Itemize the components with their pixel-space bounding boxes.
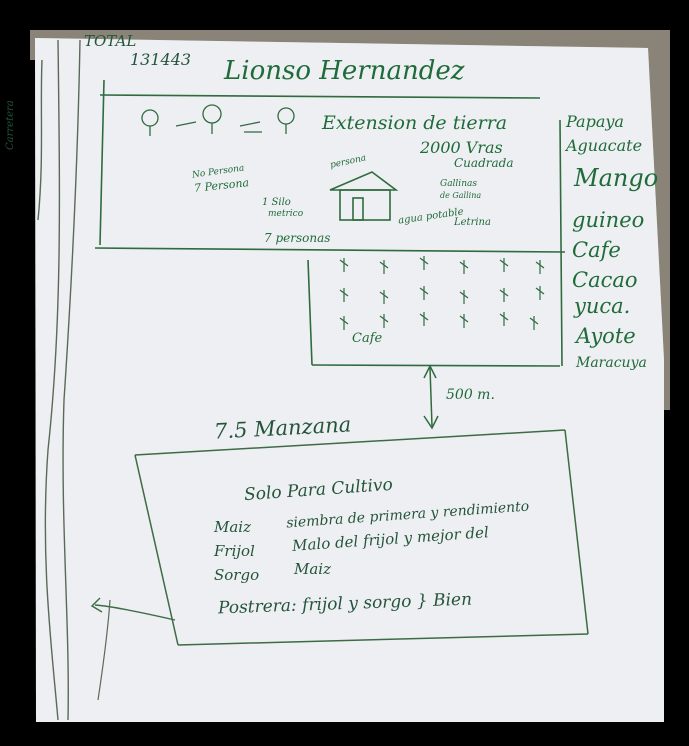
chickens-label-1: Gallinas (440, 179, 477, 189)
crop-item: Papaya (566, 112, 624, 131)
crop-maiz: Maiz (214, 518, 252, 536)
cafe-label: Cafe (352, 331, 383, 346)
road-lines (37, 39, 81, 721)
crop-item: Cafe (572, 238, 621, 262)
silo-label-1: 1 Silo (262, 197, 291, 208)
extension-label: Extension de tierra (322, 112, 508, 134)
distance-label: 500 m. (446, 387, 495, 403)
chickens-label-2: de Gallina (440, 191, 482, 200)
area-code: 131443 (130, 50, 192, 69)
crop-item: Maracuya (576, 355, 647, 371)
house-icon (329, 171, 399, 221)
corner-label: TOTAL (84, 32, 137, 50)
silo-label-2: metrico (268, 209, 304, 219)
crop-item: Aguacate (566, 136, 643, 155)
owner-name: Lionso Hernandez (224, 56, 465, 86)
tree-icons (141, 104, 295, 136)
crop-item: Ayote (576, 324, 636, 348)
area-value: 2000 Vras (420, 138, 503, 157)
latrine-label: Letrina (454, 217, 491, 228)
area-unit: Cuadrada (454, 156, 514, 170)
crop-frijol: Frijol (214, 542, 255, 560)
coffee-plants (339, 256, 545, 330)
distance-arrow (423, 364, 439, 430)
crop-item: yuca. (574, 294, 631, 318)
road-arrow (90, 597, 176, 621)
plot-outline (134, 429, 589, 646)
crop-item: Cacao (572, 268, 638, 292)
people-count: 7 personas (264, 231, 331, 245)
crop-item: guineo (572, 208, 645, 232)
crop-item: Mango (574, 164, 659, 192)
plot-note-line3: Maiz (294, 560, 332, 578)
road-label: Carretera (5, 100, 16, 150)
farm-outline (94, 79, 566, 367)
crop-sorgo: Sorgo (214, 566, 260, 584)
